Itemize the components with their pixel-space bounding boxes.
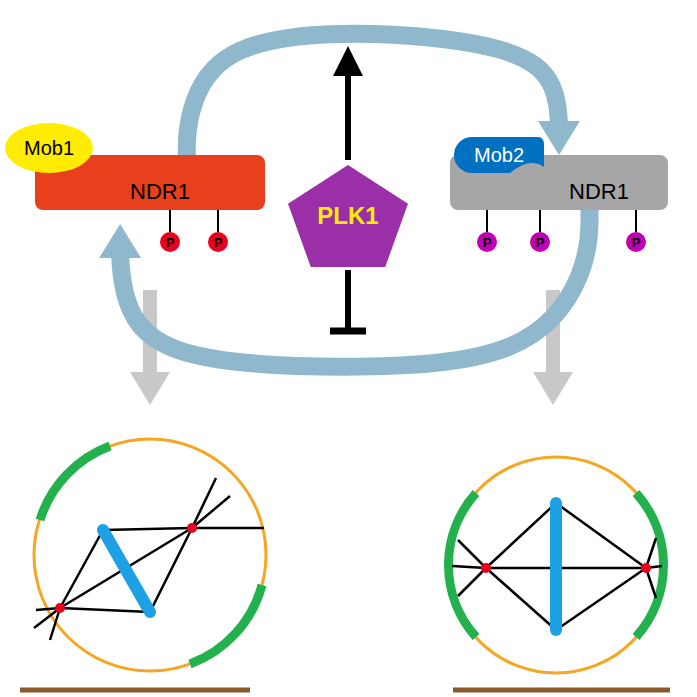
node-label: Mob2 [474, 144, 524, 166]
node-label: Mob1 [24, 137, 74, 159]
node-label: NDR1 [569, 180, 629, 204]
kinase-box: NDR1Mob2 [450, 155, 668, 210]
phospho-mark: P [626, 232, 646, 252]
outcome-arrowhead [533, 372, 573, 405]
mob1-ellipse: Mob1 [5, 123, 93, 173]
phospho-mark: P [530, 232, 550, 252]
node-label: NDR1 [130, 180, 190, 204]
phospho-mark: P [477, 232, 497, 252]
phospho-mark: P [160, 232, 180, 252]
outcome-arrowhead [130, 372, 170, 405]
cycle-arrow [187, 34, 559, 155]
node-label: PLK1 [317, 203, 378, 229]
activation-arrow [345, 70, 351, 160]
kinase-box: NDR1Mob1 [35, 155, 265, 210]
inhibition-line [345, 270, 351, 330]
mob2-shape: Mob2 [454, 137, 544, 173]
activation-arrowhead [333, 46, 363, 76]
plk1-pentagon: PLK1 [288, 165, 408, 267]
planar-spindle-cell [448, 457, 670, 690]
phospho-mark: P [208, 232, 228, 252]
tilted-spindle-cell [20, 439, 266, 690]
inhibition-bar [330, 328, 366, 335]
